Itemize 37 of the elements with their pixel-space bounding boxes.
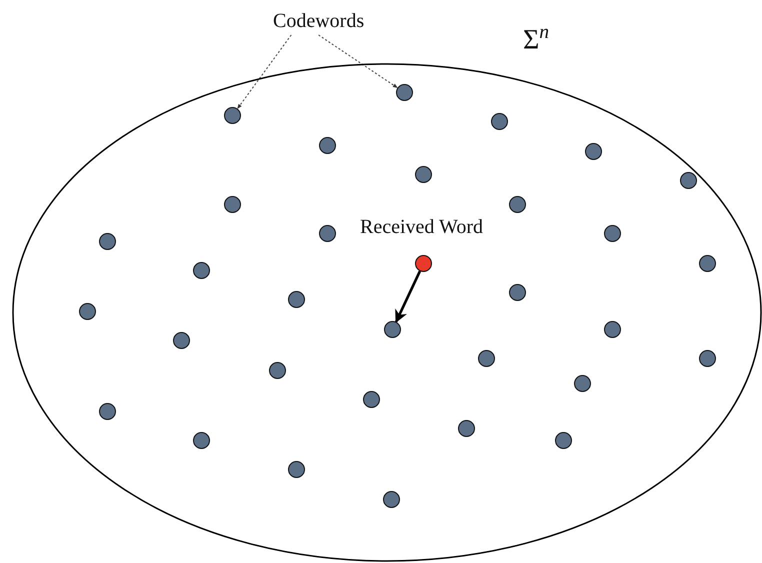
- leader-arrow: [237, 34, 292, 110]
- word-dot: [699, 350, 716, 367]
- leader-arrow: [318, 34, 398, 88]
- word-dot: [363, 391, 380, 408]
- callout-label: Codewords: [273, 10, 364, 33]
- word-dot: [478, 350, 495, 367]
- word-dot: [680, 172, 697, 189]
- word-dot: [224, 196, 241, 213]
- word-dot: [79, 303, 96, 320]
- word-dot: [99, 403, 116, 420]
- word-dot: [415, 166, 432, 183]
- word-dot: [384, 321, 401, 338]
- word-dot: [509, 284, 526, 301]
- word-dot: [458, 420, 475, 437]
- word-dot: [269, 362, 286, 379]
- set-label: Σ$^{n}$: [523, 22, 550, 56]
- word-dot: [288, 291, 305, 308]
- word-dot: [383, 491, 400, 508]
- word-dot: [193, 262, 210, 279]
- word-dot: [193, 432, 210, 449]
- word-dot: [491, 113, 508, 130]
- word-dot: [319, 137, 336, 154]
- word-dot: [99, 233, 116, 250]
- word-dot: [396, 84, 413, 101]
- word-dot: [604, 225, 621, 242]
- word-dot: [509, 196, 526, 213]
- word-dot: [173, 332, 190, 349]
- word-dot: [604, 321, 621, 338]
- node-caption: Received Word: [360, 216, 483, 239]
- word-dot: [288, 461, 305, 478]
- word-dot: [699, 255, 716, 272]
- word-dot: [585, 143, 602, 160]
- word-dot: [555, 432, 572, 449]
- word-dot: [319, 225, 336, 242]
- word-dot: [224, 107, 241, 124]
- word-dot: [574, 375, 591, 392]
- arrow: [394, 270, 422, 323]
